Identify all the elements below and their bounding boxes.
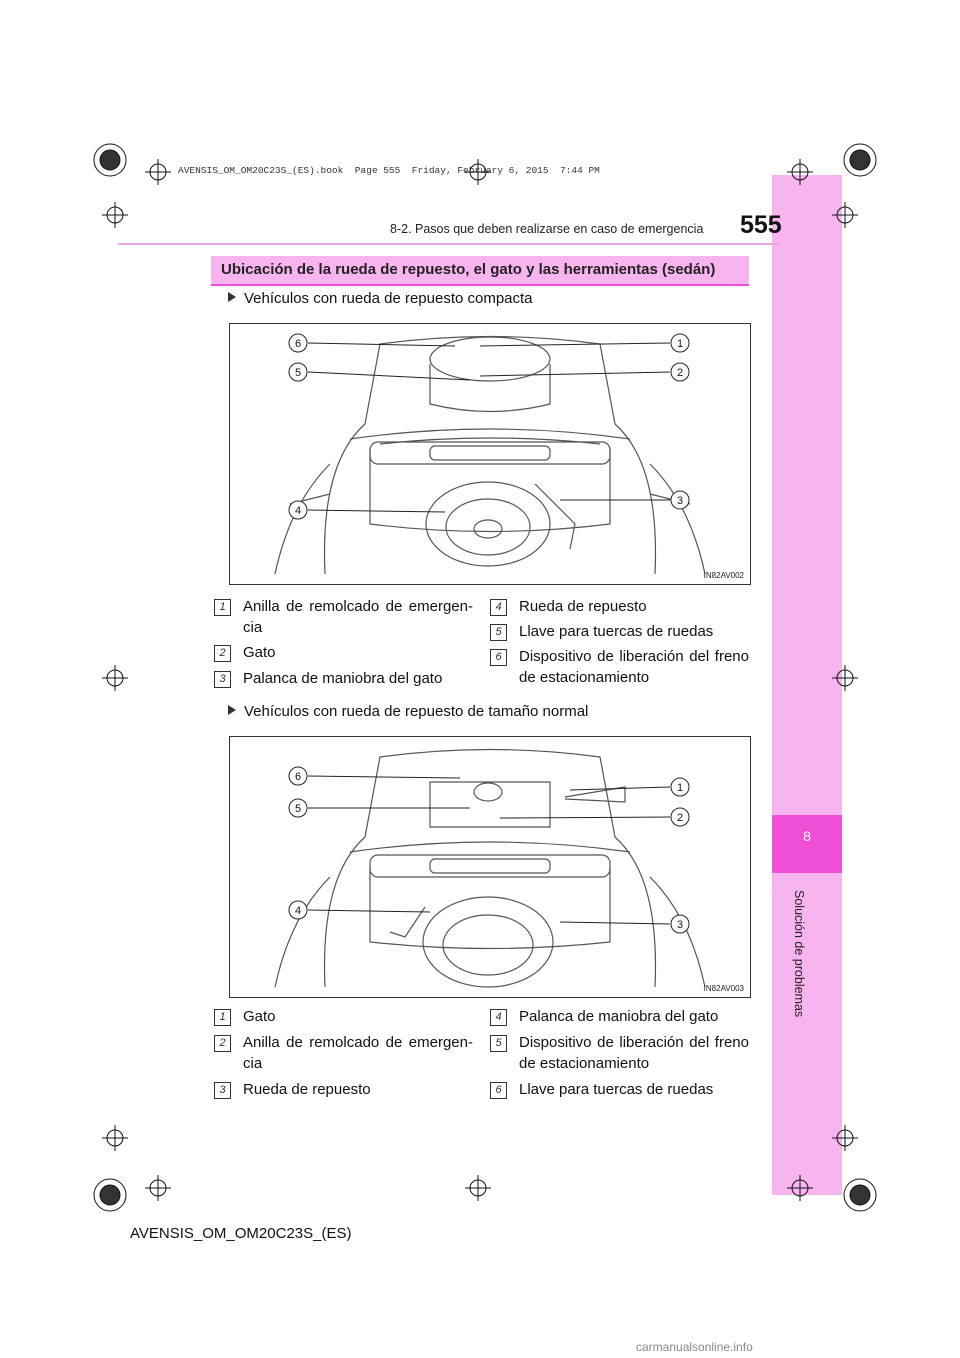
watermark: carmanualsonline.info — [636, 1340, 753, 1354]
callout-circle — [670, 777, 690, 797]
callout-circle — [288, 333, 308, 353]
triangle-bullet-icon — [228, 292, 236, 302]
side-chapter-tab — [772, 175, 842, 1195]
callout-circle — [670, 333, 690, 353]
triangle-bullet-icon — [228, 705, 236, 715]
figure-code: IN82AV003 — [703, 984, 744, 993]
section-heading: 8-2. Pasos que deben realizarse en caso … — [390, 222, 704, 236]
callout-number: 1 — [677, 782, 683, 794]
book-info-line: AVENSIS_OM_OM20C23S_(ES).book Page 555 F… — [178, 165, 600, 176]
callout-number: 5 — [295, 803, 301, 815]
callout-number: 4 — [295, 505, 301, 517]
callout-number: 3 — [677, 495, 683, 507]
callout-circle — [670, 807, 690, 827]
callout-circle — [670, 490, 690, 510]
callout-leader-line — [307, 909, 431, 913]
chapter-number-box — [772, 815, 842, 873]
figure-full-size-spare: IN82AV003 — [229, 736, 751, 998]
callout-number: 4 — [295, 905, 301, 917]
car-trunk-illustration — [274, 748, 706, 988]
car-trunk-illustration — [274, 335, 706, 575]
chapter-number: 8 — [803, 828, 811, 844]
callout-circle — [670, 914, 690, 934]
callout-circle — [288, 798, 308, 818]
callout-circle — [288, 766, 308, 786]
callout-leader-line — [559, 921, 671, 925]
callout-circle — [288, 500, 308, 520]
callout-circle — [288, 362, 308, 382]
callout-number: 2 — [677, 367, 683, 379]
callout-leader-line — [307, 509, 446, 513]
callout-leader-line — [479, 371, 671, 377]
callout-leader-line — [569, 786, 671, 791]
page-number: 555 — [740, 211, 782, 239]
callout-number: 3 — [677, 919, 683, 931]
callout-leader-line — [479, 342, 671, 347]
callout-leader-line — [499, 816, 671, 819]
subtitle-full-size: Vehículos con rueda de repuesto de tamañ… — [228, 703, 588, 720]
subtitle-compact: Vehículos con rueda de repuesto compacta — [228, 290, 533, 307]
callout-number: 5 — [295, 367, 301, 379]
callout-circle — [288, 900, 308, 920]
figure-compact-spare: IN82AV002 — [229, 323, 751, 585]
callout-number: 6 — [295, 771, 301, 783]
callout-circle — [670, 362, 690, 382]
header-rule — [118, 243, 779, 245]
page-title-bar: Ubicación de la rueda de repuesto, el ga… — [211, 256, 749, 286]
callout-number: 1 — [677, 338, 683, 350]
page-title: Ubicación de la rueda de repuesto, el ga… — [221, 261, 716, 278]
footer-code: AVENSIS_OM_OM20C23S_(ES) — [130, 1225, 352, 1242]
callout-number: 2 — [677, 812, 683, 824]
callout-number: 6 — [295, 338, 301, 350]
callout-leader-line — [307, 371, 471, 381]
callout-leader-line — [307, 342, 456, 347]
callout-leader-line — [307, 775, 461, 779]
figure-code: IN82AV002 — [703, 571, 744, 580]
